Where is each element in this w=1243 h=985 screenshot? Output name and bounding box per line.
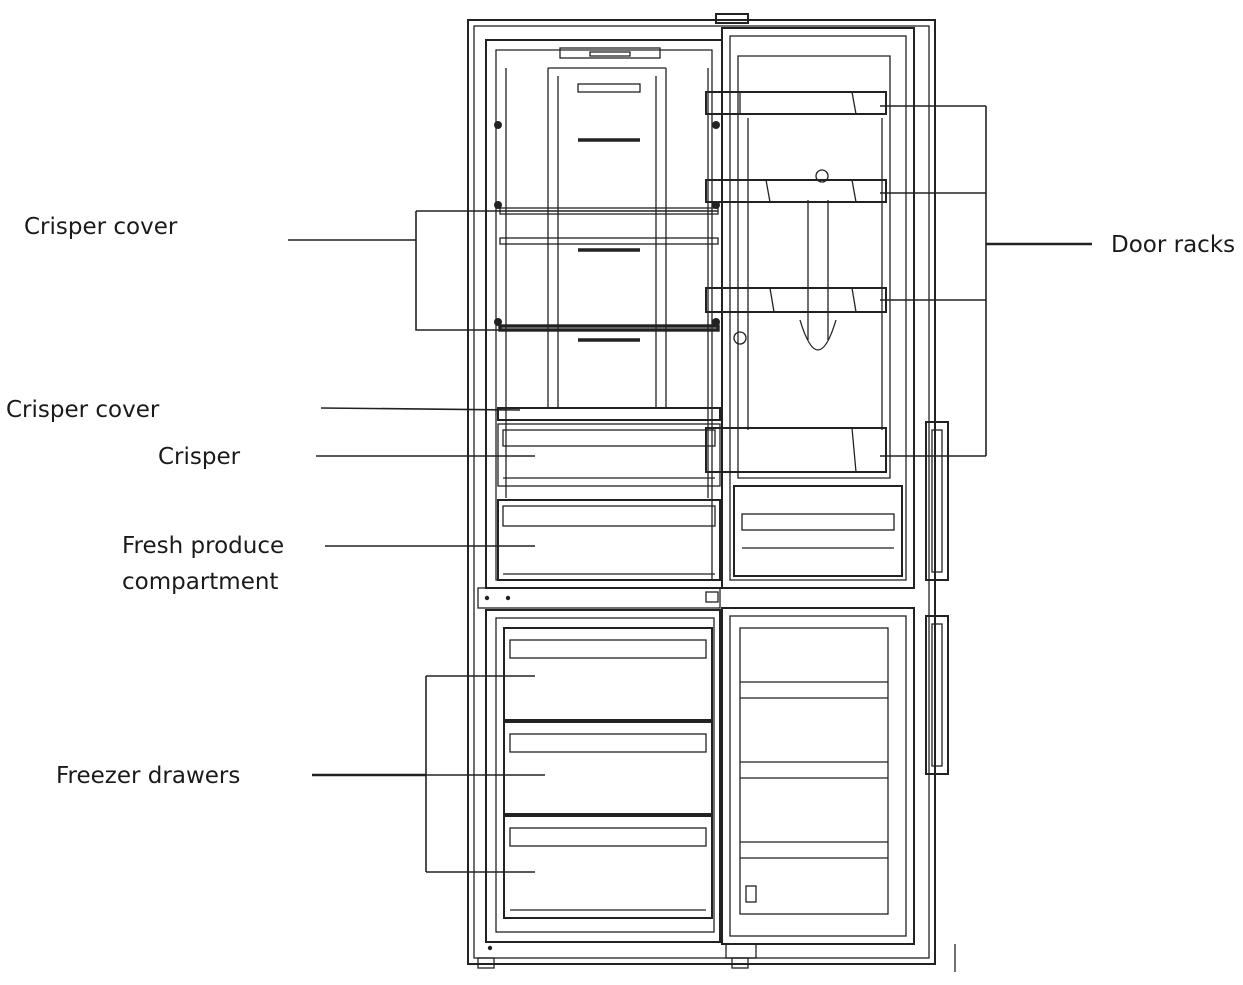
refrigerator-body	[467, 13, 936, 969]
label-fresh-produce-line2: compartment	[122, 569, 278, 595]
leader-lines	[288, 105, 1092, 873]
freezer-door	[721, 607, 949, 959]
label-crisper: Crisper	[158, 444, 241, 470]
label-crisper-cover-lower: Crisper cover	[6, 397, 160, 423]
label-freezer-drawers: Freezer drawers	[56, 763, 240, 789]
fridge-door	[705, 27, 949, 589]
label-fresh-produce-line1: Fresh produce	[122, 533, 284, 559]
label-door-racks: Door racks	[1111, 232, 1235, 258]
label-crisper-cover-upper: Crisper cover	[24, 214, 178, 240]
freezer-compartment	[485, 609, 721, 951]
fridge-compartment	[485, 39, 723, 589]
